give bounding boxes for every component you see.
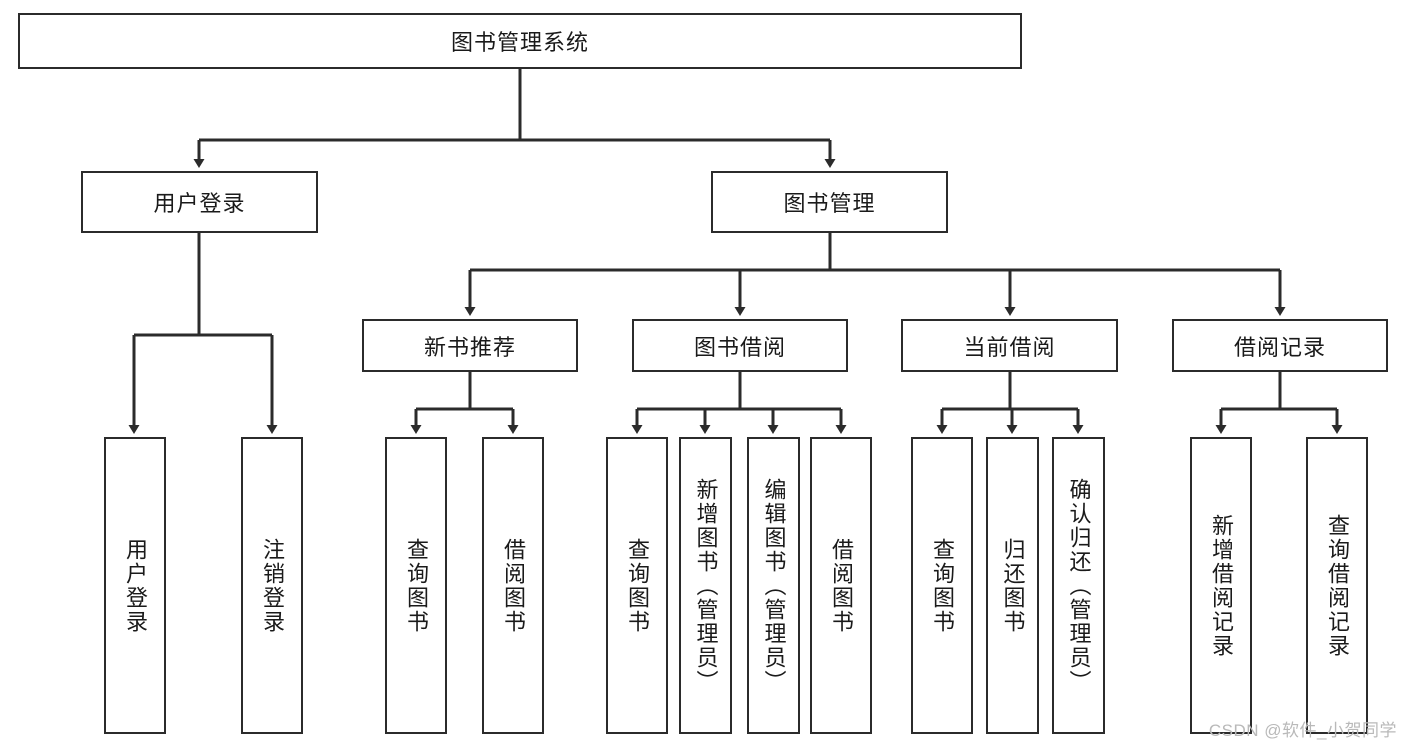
node-add-borrow-record-label: 新增借阅记录 (1209, 513, 1234, 658)
node-user-logout[interactable]: 注销登录 (241, 437, 303, 734)
node-user-login-label: 用户登录 (153, 191, 246, 216)
node-query-book-2-label: 查询图书 (625, 537, 650, 634)
node-current-borrow[interactable]: 当前借阅 (901, 319, 1118, 372)
node-query-borrow-record[interactable]: 查询借阅记录 (1306, 437, 1368, 734)
node-edit-book-admin[interactable]: 编辑图书（管理员） (747, 437, 800, 734)
node-borrow-book-1[interactable]: 借阅图书 (482, 437, 544, 734)
node-user-login[interactable]: 用户登录 (81, 171, 318, 233)
node-query-book-3-label: 查询图书 (930, 537, 955, 634)
node-query-book-1-label: 查询图书 (404, 537, 429, 634)
node-borrow-book-2-label: 借阅图书 (829, 537, 854, 634)
node-query-book-2[interactable]: 查询图书 (606, 437, 668, 734)
node-borrow-record-label: 借阅记录 (1233, 334, 1326, 360)
node-borrow-record[interactable]: 借阅记录 (1172, 319, 1388, 372)
node-book-manage-label: 图书管理 (783, 191, 876, 216)
node-return-book[interactable]: 归还图书 (986, 437, 1039, 734)
watermark: CSDN @软件_小贺同学 (1208, 721, 1397, 740)
node-book-borrow-label: 图书借阅 (693, 334, 786, 360)
node-new-book-rec[interactable]: 新书推荐 (362, 319, 578, 372)
node-add-book-admin-label: 新增图书（管理员） (693, 477, 719, 694)
node-query-book-3[interactable]: 查询图书 (911, 437, 973, 734)
node-root[interactable]: 图书管理系统 (18, 13, 1022, 69)
node-root-label: 图书管理系统 (450, 30, 589, 55)
node-borrow-book-1-label: 借阅图书 (501, 537, 526, 634)
node-edit-book-admin-label: 编辑图书（管理员） (761, 477, 787, 694)
node-add-borrow-record[interactable]: 新增借阅记录 (1190, 437, 1252, 734)
node-add-book-admin[interactable]: 新增图书（管理员） (679, 437, 732, 734)
node-confirm-return-admin-label: 确认归还（管理员） (1066, 477, 1092, 694)
node-query-borrow-record-label: 查询借阅记录 (1325, 513, 1350, 658)
node-query-book-1[interactable]: 查询图书 (385, 437, 447, 734)
node-confirm-return-admin[interactable]: 确认归还（管理员） (1052, 437, 1105, 734)
node-current-borrow-label: 当前借阅 (963, 334, 1056, 360)
node-book-manage[interactable]: 图书管理 (711, 171, 948, 233)
node-user-login-do-label: 用户登录 (123, 537, 148, 634)
node-return-book-label: 归还图书 (1000, 537, 1026, 634)
node-borrow-book-2[interactable]: 借阅图书 (810, 437, 872, 734)
node-new-book-rec-label: 新书推荐 (423, 334, 516, 360)
node-book-borrow[interactable]: 图书借阅 (632, 319, 848, 372)
node-user-logout-label: 注销登录 (260, 537, 285, 634)
node-user-login-do[interactable]: 用户登录 (104, 437, 166, 734)
